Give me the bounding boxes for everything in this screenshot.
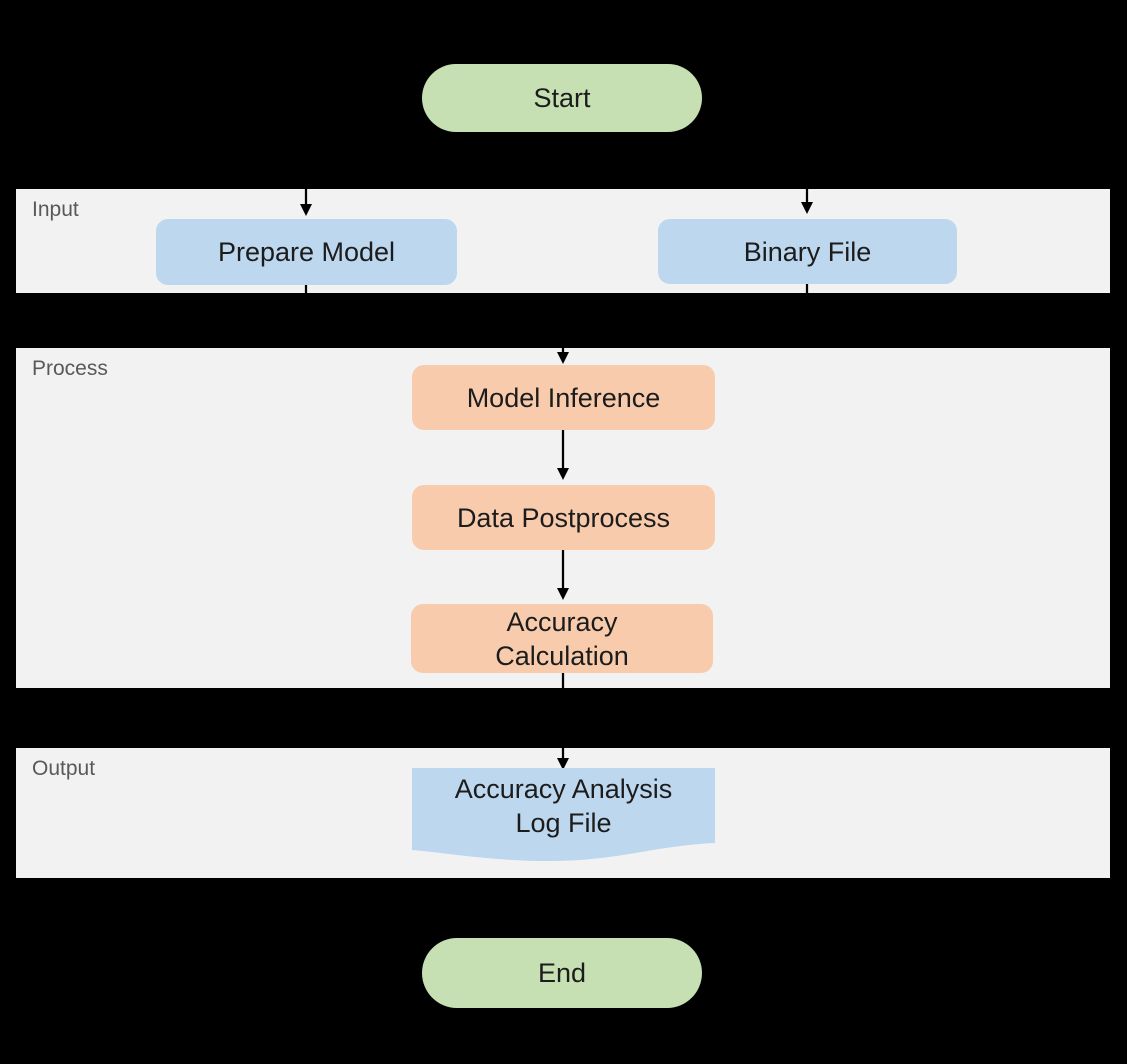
node-binary-file-label: Binary File — [743, 236, 872, 267]
start-node: Start — [422, 64, 702, 132]
lane-label-input: Input — [32, 198, 79, 221]
node-prepare-model-label: Prepare Model — [217, 237, 396, 267]
node-accuracy-calculation-label-line1: Accuracy — [506, 606, 618, 637]
document-shape-log-file — [412, 768, 715, 861]
end-node-label: End — [537, 958, 587, 988]
node-log-file-label-line2: Log File — [515, 808, 612, 838]
node-log-file: Accuracy Analysis Log File — [412, 768, 715, 844]
end-node: End — [422, 938, 702, 1008]
node-data-postprocess: Data Postprocess — [412, 485, 715, 550]
lane-label-output: Output — [32, 757, 96, 780]
lane-label-process: Process — [32, 357, 108, 380]
start-node-label: Start — [533, 83, 591, 113]
node-binary-file: Binary File — [658, 219, 957, 284]
node-accuracy-calculation-label-line2: Calculation — [495, 640, 629, 671]
node-accuracy-calculation: Accuracy Calculation — [411, 604, 713, 673]
node-model-inference-label: Model Inference — [466, 382, 661, 413]
node-log-file-label-line1: Accuracy Analysis — [454, 774, 673, 804]
node-prepare-model: Prepare Model — [156, 219, 457, 285]
node-model-inference: Model Inference — [412, 365, 715, 430]
node-data-postprocess-label: Data Postprocess — [456, 502, 671, 533]
